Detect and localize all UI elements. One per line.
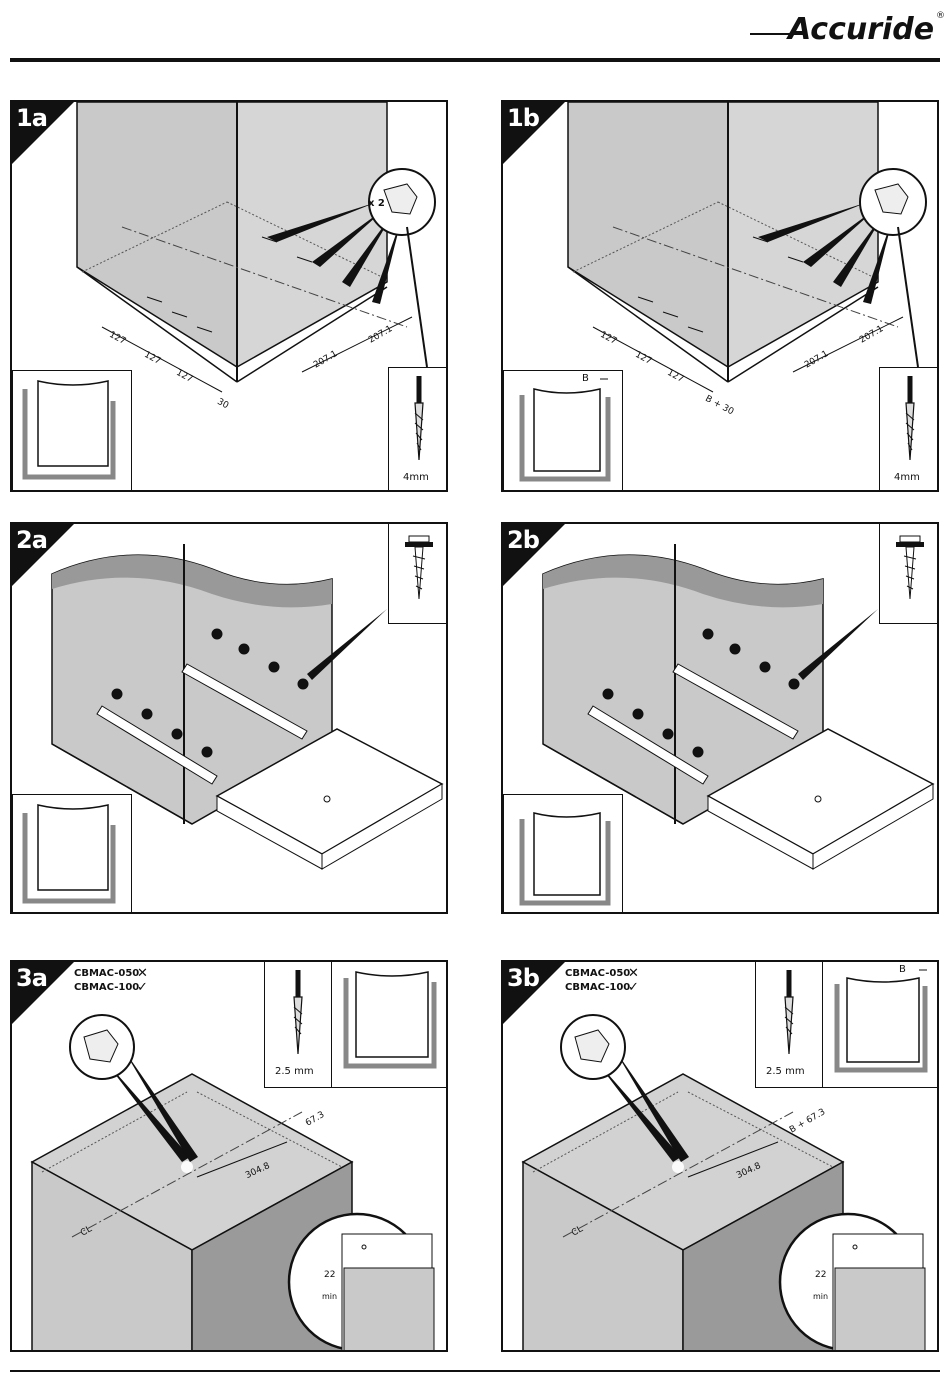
drill-size-label: 2.5 mm xyxy=(766,1066,805,1077)
multiplier-label: x 2 xyxy=(368,198,385,209)
panel-2a: 2a xyxy=(10,522,448,914)
panel-1a: 1a x 2 127 127 127 30 207.1 207.1 4mm xyxy=(10,100,448,492)
drill-size-label: 4mm xyxy=(403,472,429,483)
detail-value: 22 xyxy=(815,1270,826,1280)
step-number: 1a xyxy=(16,104,47,132)
drill-bit-inset: 2.5 mm xyxy=(264,962,332,1088)
cabinet-profile-inset xyxy=(331,962,448,1088)
cabinet-profile-inset: B xyxy=(503,370,623,492)
model-code: CBMAC-100 xyxy=(74,982,139,993)
drill-bit-inset: 4mm xyxy=(879,367,939,492)
header-rule xyxy=(10,58,940,62)
cabinet-profile-inset xyxy=(503,794,623,914)
model-code: CBMAC-100 xyxy=(565,982,630,993)
screw-inset xyxy=(388,524,448,624)
reject-mark-icon: ✕ xyxy=(628,966,639,981)
accept-mark-icon: ✓ xyxy=(137,980,148,995)
cabinet-profile-inset xyxy=(12,794,132,914)
model-code: CBMAC-050 xyxy=(565,968,630,979)
step-number: 1b xyxy=(507,104,539,132)
step-number: 2a xyxy=(16,526,47,554)
detail-unit: min xyxy=(813,1292,828,1301)
footer-rule xyxy=(10,1370,940,1372)
brand-logo: Accuride ® xyxy=(750,6,945,46)
step-number: 3b xyxy=(507,964,539,992)
drill-bit-inset: 2.5 mm xyxy=(755,962,823,1088)
accept-mark-icon: ✓ xyxy=(628,980,639,995)
screw-inset xyxy=(879,524,939,624)
step-number: 2b xyxy=(507,526,539,554)
panel-2b: 2b xyxy=(501,522,939,914)
panel-1b: 1b 127 127 127 B + 30 207.1 207.1 B 4mm xyxy=(501,100,939,492)
drill-bit-inset: 4mm xyxy=(388,367,448,492)
detail-value: 22 xyxy=(324,1270,335,1280)
brand-name: Accuride xyxy=(786,12,934,46)
gap-label: B xyxy=(899,964,906,975)
cabinet-profile-inset: B xyxy=(822,962,939,1088)
model-code: CBMAC-050 xyxy=(74,968,139,979)
panel-3b: 3b CBMAC-050 ✕ CBMAC-100 ✓ B + 67.3 304.… xyxy=(501,960,939,1352)
registered-mark: ® xyxy=(936,11,945,21)
reject-mark-icon: ✕ xyxy=(137,966,148,981)
detail-unit: min xyxy=(322,1292,337,1301)
drill-size-label: 2.5 mm xyxy=(275,1066,314,1077)
drill-size-label: 4mm xyxy=(894,472,920,483)
cabinet-profile-inset xyxy=(12,370,132,492)
gap-label: B xyxy=(582,373,589,384)
panel-3a: 3a CBMAC-050 ✕ CBMAC-100 ✓ 67.3 304.8 CL… xyxy=(10,960,448,1352)
step-number: 3a xyxy=(16,964,47,992)
